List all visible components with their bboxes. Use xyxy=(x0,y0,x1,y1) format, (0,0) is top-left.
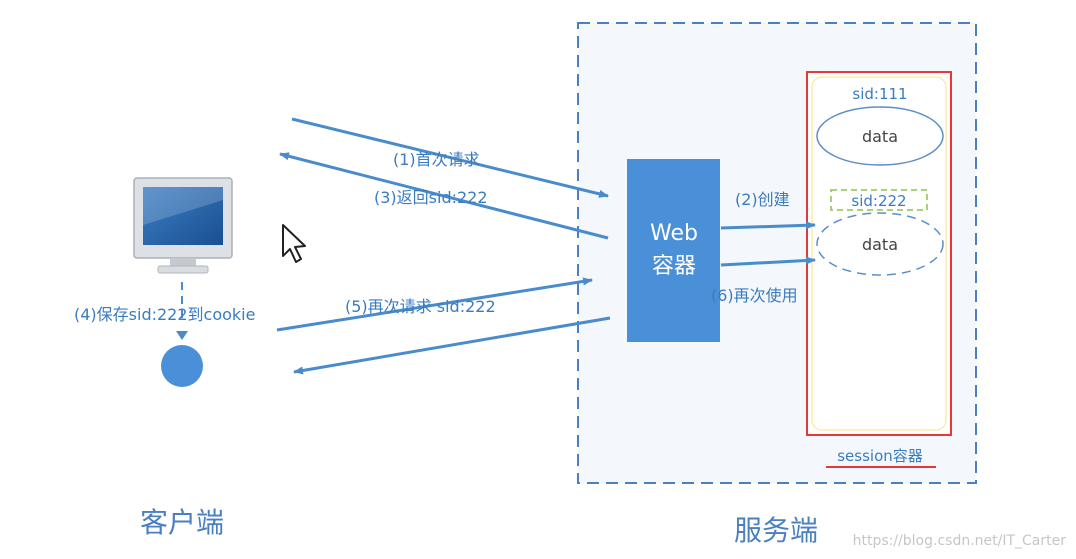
step1-label: (1)首次请求 xyxy=(393,150,480,169)
cookie-link-arrowhead xyxy=(176,331,188,340)
cookie-circle-icon xyxy=(161,345,203,387)
arrow-step6-reuse xyxy=(720,256,816,267)
arrow-response-again xyxy=(293,316,611,375)
computer-monitor-icon xyxy=(133,177,233,274)
session-container-label: session容器 xyxy=(837,447,923,465)
watermark-text: https://blog.csdn.net/IT_Carter xyxy=(853,533,1067,549)
web-container-box xyxy=(627,159,720,342)
arrow-step5-request-again xyxy=(276,277,593,332)
data-label-111: data xyxy=(862,127,898,146)
step4-label: (4)保存sid:222到cookie xyxy=(74,305,255,324)
step5-label: (5)再次请求 sid:222 xyxy=(345,297,496,316)
sid-222-label: sid:222 xyxy=(851,192,906,210)
server-label: 服务端 xyxy=(734,514,818,547)
data-label-222: data xyxy=(862,235,898,254)
sid-222-box xyxy=(830,189,928,211)
sid-111-label: sid:111 xyxy=(852,85,907,103)
step2-label: (2)创建 xyxy=(735,190,790,209)
web-container-label-line1: Web xyxy=(650,221,698,246)
arrow-step2-create xyxy=(720,221,816,230)
mouse-cursor-icon xyxy=(282,224,306,263)
step3-label: (3)返回sid:222 xyxy=(374,188,488,207)
arrow-step3-response xyxy=(279,152,609,240)
arrow-step1-request xyxy=(291,117,609,198)
web-container-label-line2: 容器 xyxy=(652,254,696,279)
step6-label: (6)再次使用 xyxy=(711,286,798,305)
session-container-inner xyxy=(811,76,947,431)
data-ellipse-222 xyxy=(816,212,944,276)
data-ellipse-111 xyxy=(816,106,944,166)
client-label: 客户端 xyxy=(140,506,224,539)
